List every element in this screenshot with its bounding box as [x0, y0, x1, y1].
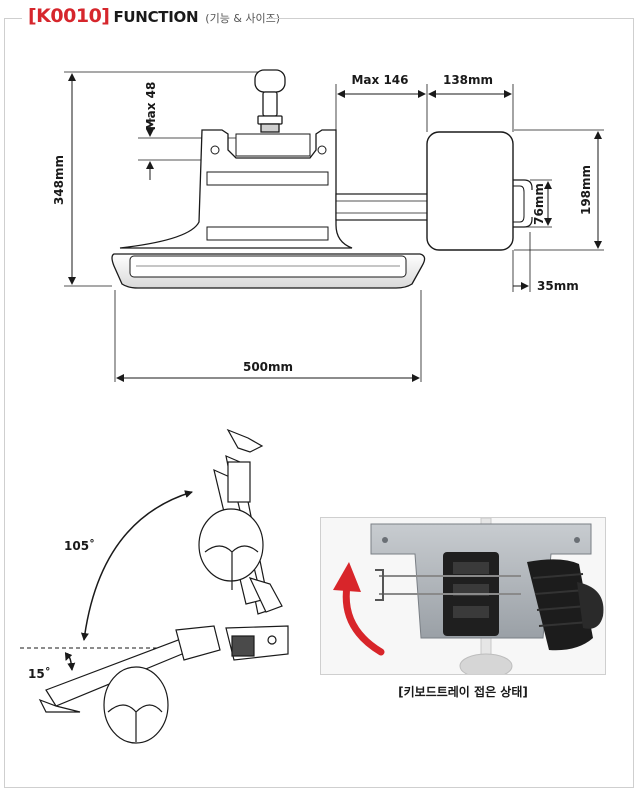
angle-105: 105˚	[64, 538, 95, 553]
dim-348mm: 348mm	[52, 155, 66, 205]
header-rule-right	[268, 18, 634, 19]
fold-arrow	[342, 582, 385, 656]
tilt-diagram: 105˚ 15˚	[20, 428, 289, 744]
function-label: FUNCTION	[113, 8, 199, 26]
mounting-plate	[119, 129, 353, 249]
mouse-pad	[426, 131, 514, 251]
wire-rail	[379, 575, 521, 595]
photo-caption: [키보드트레이 접은 상태]	[398, 685, 528, 699]
dim-500mm: 500mm	[243, 360, 293, 374]
dim-max-48: Max 48	[144, 82, 158, 131]
dim-35mm: 35mm	[537, 279, 579, 293]
header-rule-left	[4, 18, 22, 19]
dim-138mm: 138mm	[443, 73, 493, 87]
dim-198mm: 198mm	[579, 165, 593, 215]
function-subtitle: (기능 & 사이즈)	[205, 12, 281, 25]
product-code: [K0010]	[28, 5, 110, 27]
arc-105	[80, 490, 193, 641]
content-frame	[4, 18, 634, 788]
photo-illustration	[321, 518, 605, 674]
arc-15	[64, 652, 76, 671]
clamp-knob	[254, 69, 286, 133]
section-title: [K0010]FUNCTION (기능 & 사이즈)	[28, 5, 280, 27]
tray-folded-up	[198, 428, 283, 615]
folded-tray-photo	[320, 517, 606, 675]
folded-mousepad	[527, 559, 593, 651]
section-header: [K0010]FUNCTION (기능 & 사이즈)	[0, 0, 640, 34]
slide-rail	[335, 193, 431, 221]
dim-max-146: Max 146	[351, 73, 408, 87]
angle-15: 15˚	[28, 666, 51, 681]
tray-tilted-down	[38, 625, 289, 744]
top-view-drawing: 348mm Max 48 Max 146 138mm 198mm 76mm 35…	[52, 69, 604, 382]
dim-76mm: 76mm	[532, 183, 546, 225]
